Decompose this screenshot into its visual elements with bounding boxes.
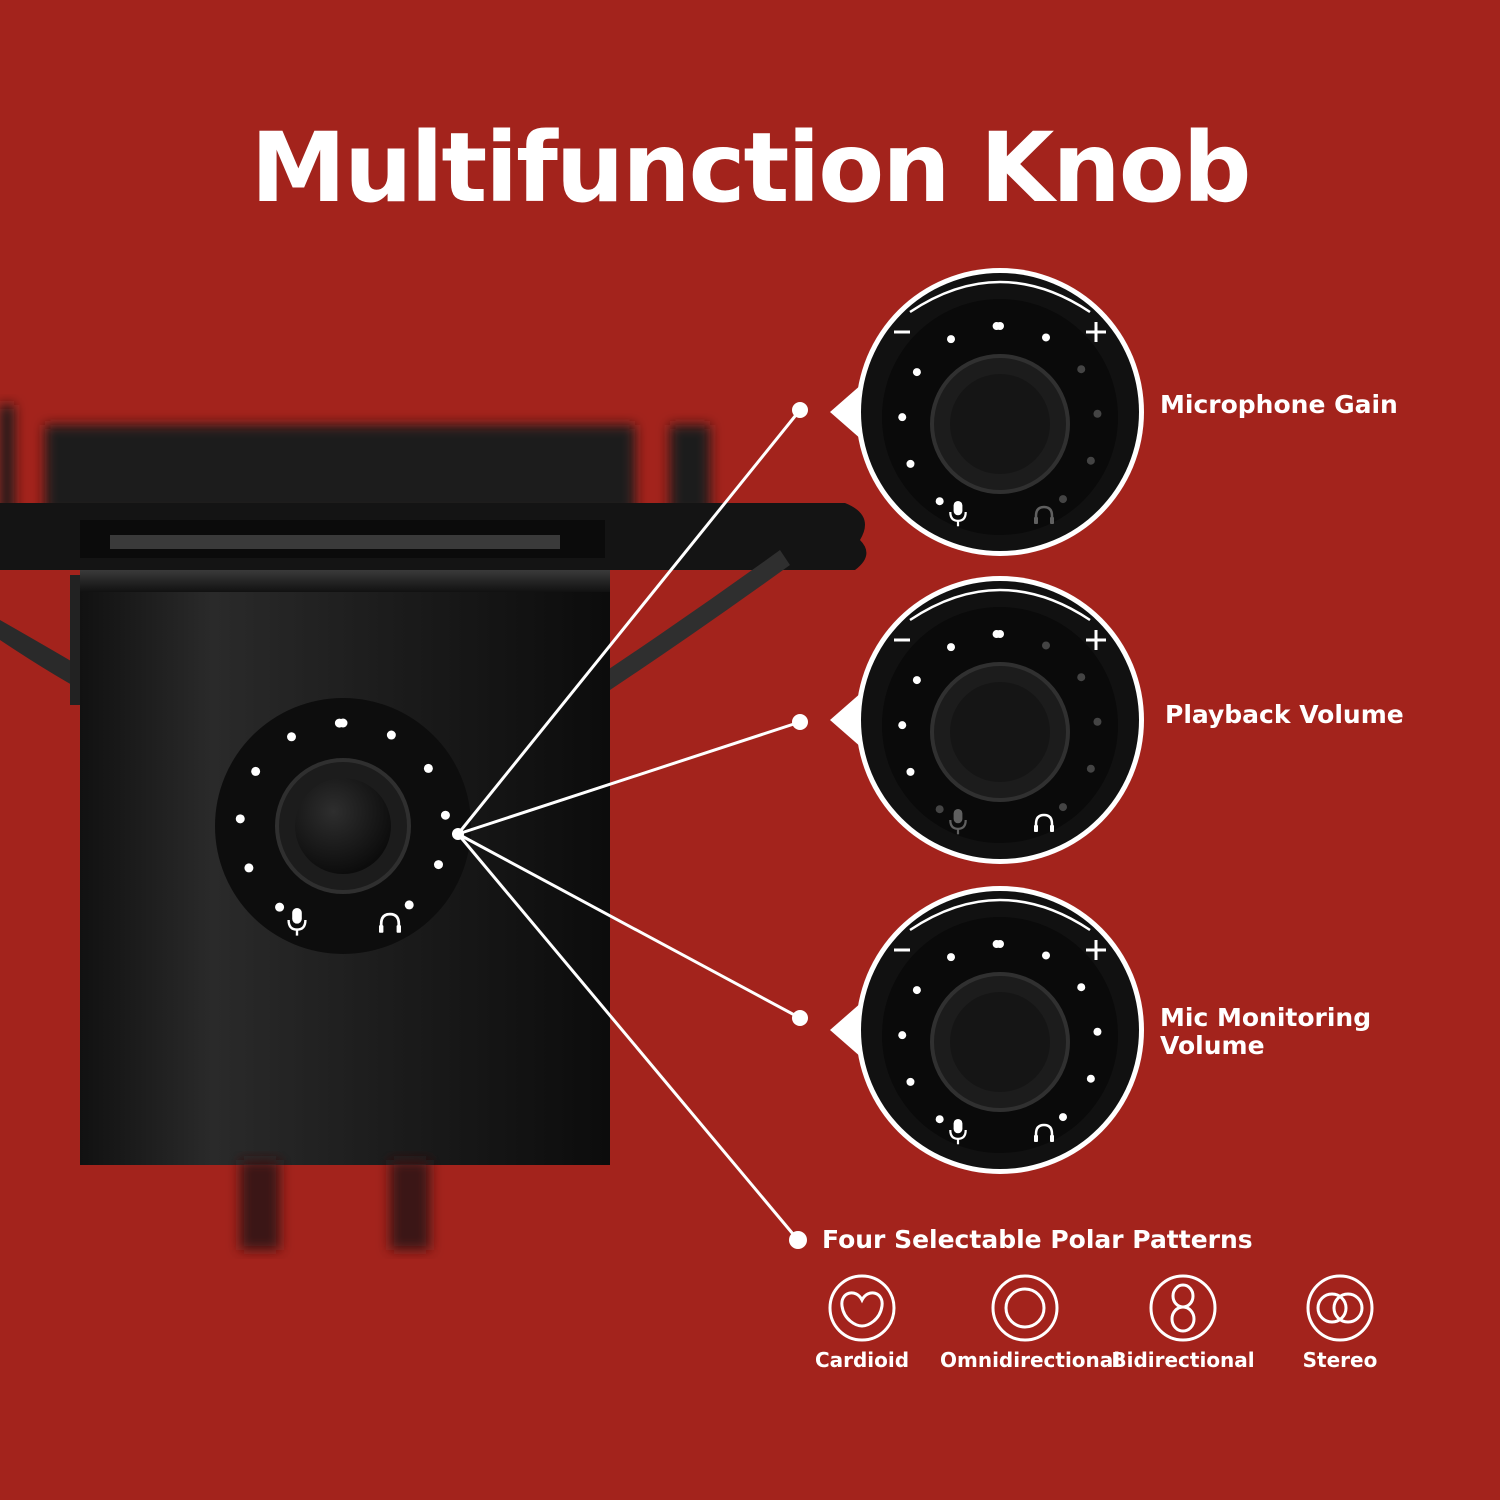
indicator-dot	[275, 902, 285, 912]
zoom-callout-playback	[830, 576, 1144, 864]
microphone-icon	[949, 501, 967, 527]
page-title: Multifunction Knob	[250, 112, 1252, 224]
leader-endpoints	[452, 402, 808, 1249]
indicator-dot	[935, 805, 944, 814]
plus-icon	[1086, 322, 1106, 342]
indicator-dot	[1042, 951, 1051, 960]
microphone-icon	[287, 908, 307, 936]
zoom-callout-monitor	[830, 886, 1144, 1174]
knob-cap	[950, 682, 1050, 782]
headphones-icon	[1034, 505, 1054, 524]
indicator-dot	[906, 459, 915, 468]
pattern-cardioid: Cardioid	[777, 1272, 947, 1372]
indicator-dot	[912, 986, 921, 995]
indicator-dot	[992, 322, 1001, 331]
pattern-label: Omnidirectional	[940, 1348, 1121, 1372]
zoom-callout-gain	[830, 268, 1144, 556]
omnidirectional-icon	[991, 1274, 1059, 1342]
headphones-icon	[379, 912, 401, 933]
indicator-dot	[1093, 409, 1102, 418]
indicator-dot	[912, 676, 921, 685]
level-arc	[909, 588, 1091, 622]
callout-pointer	[830, 692, 862, 748]
plus-icon	[1086, 630, 1106, 650]
leader-lines	[456, 409, 802, 1241]
polar-patterns-heading: Four Selectable Polar Patterns	[822, 1225, 1253, 1254]
indicator-dot	[251, 766, 261, 776]
callout-pointer	[830, 384, 862, 440]
indicator-dot	[898, 721, 907, 730]
indicator-dot	[1077, 673, 1086, 682]
indicator-dot	[947, 953, 955, 962]
indicator-dot	[947, 643, 955, 652]
mic-upper-blur	[0, 405, 710, 515]
stereo-icon	[1306, 1274, 1374, 1342]
indicator-dot	[898, 1031, 907, 1040]
indicator-dot	[1058, 1113, 1067, 1122]
indicator-dot	[1077, 983, 1086, 992]
shock-mount	[0, 503, 867, 705]
indicator-dot	[912, 368, 921, 377]
level-arc	[909, 898, 1091, 932]
indicator-dot	[992, 630, 1001, 639]
headphones-icon	[1034, 1123, 1054, 1142]
indicator-dot	[1058, 495, 1067, 504]
indicator-dot	[935, 1115, 944, 1124]
indicator-dot	[1093, 717, 1102, 726]
plus-icon	[1086, 940, 1106, 960]
microphone-icon	[949, 1119, 967, 1145]
pattern-label: Bidirectional	[1111, 1348, 1255, 1372]
callout-label-playback: Playback Volume	[1165, 700, 1404, 729]
headphones-icon	[1034, 813, 1054, 832]
indicator-dot	[235, 814, 245, 824]
indicator-dot	[1042, 333, 1051, 342]
indicator-dot	[287, 732, 296, 742]
indicator-dot	[1042, 641, 1051, 650]
pattern-omnidirectional: Omnidirectional	[940, 1272, 1121, 1372]
mic-body-cap	[80, 570, 610, 592]
callout-pointer	[830, 1002, 862, 1058]
indicator-dot	[1093, 1027, 1102, 1036]
indicator-dot	[244, 863, 254, 873]
pattern-label: Stereo	[1302, 1348, 1378, 1372]
microphone-icon	[949, 809, 967, 835]
level-arc	[909, 280, 1091, 314]
indicator-dot	[1077, 365, 1086, 374]
callout-label-gain: Microphone Gain	[1160, 390, 1398, 419]
indicator-dot	[947, 335, 955, 344]
indicator-dot	[423, 763, 433, 773]
stand-tubes	[240, 1160, 430, 1250]
knob-cap	[950, 374, 1050, 474]
indicator-dot	[1086, 764, 1095, 773]
indicator-dot	[433, 860, 443, 870]
pattern-label: Cardioid	[814, 1348, 910, 1372]
indicator-dot	[935, 497, 944, 506]
indicator-dot	[906, 767, 915, 776]
indicator-dot	[898, 413, 907, 422]
indicator-dot	[992, 940, 1001, 949]
callout-label-monitoring: Mic Monitoring Volume	[1160, 1003, 1372, 1060]
knob-cap	[950, 992, 1050, 1092]
cardioid-icon	[828, 1274, 896, 1342]
indicator-dot	[404, 900, 414, 910]
device-knob[interactable]	[215, 698, 471, 954]
indicator-dot	[906, 1077, 915, 1086]
indicator-dot	[1086, 1074, 1095, 1083]
bidirectional-icon	[1149, 1274, 1217, 1342]
pattern-stereo: Stereo	[1255, 1272, 1425, 1372]
indicator-dot	[440, 810, 450, 820]
indicator-dot	[1058, 803, 1067, 812]
indicator-dot	[1086, 456, 1095, 465]
indicator-dot	[334, 718, 344, 728]
pattern-bidirectional: Bidirectional	[1098, 1272, 1268, 1372]
indicator-dot	[386, 730, 396, 740]
